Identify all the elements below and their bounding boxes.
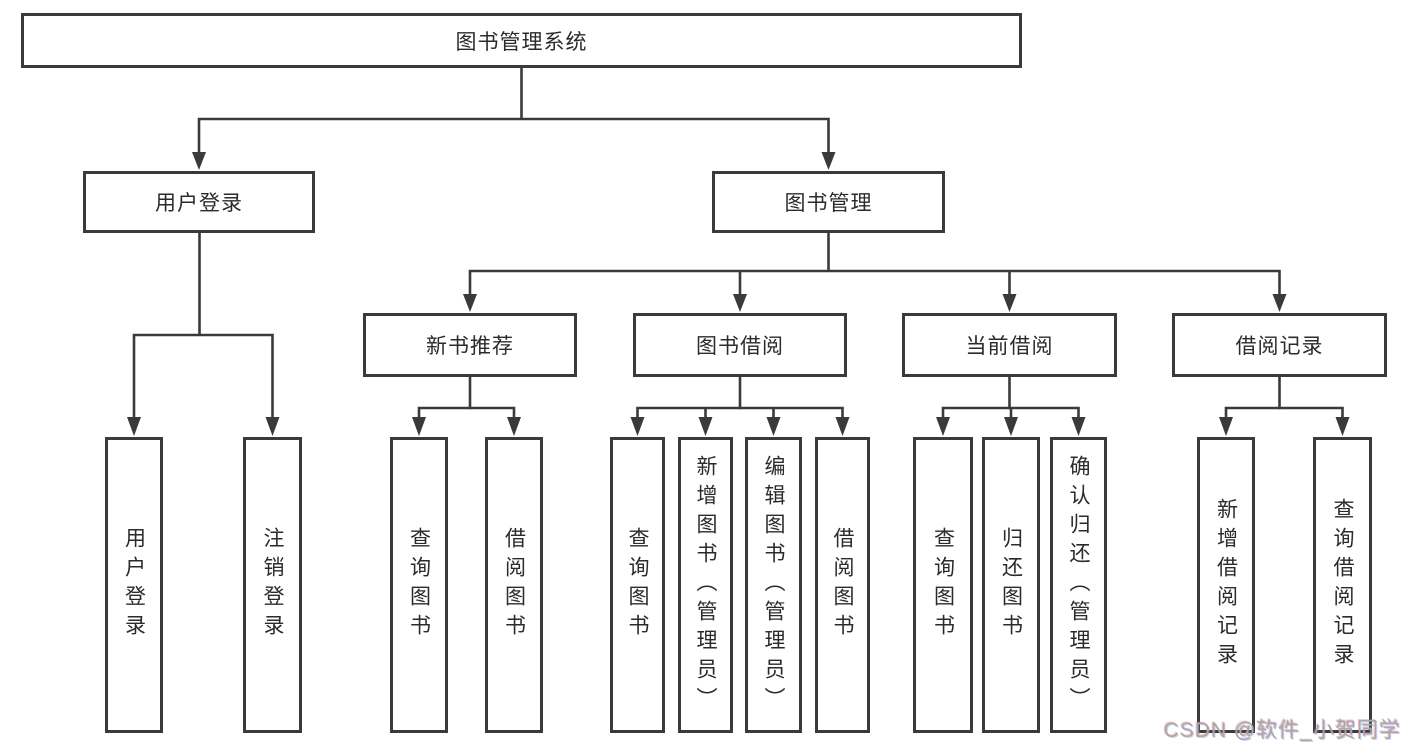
- node-label: 查询图书: [407, 527, 431, 643]
- node-label: 新增图书（管理员）: [694, 454, 717, 716]
- node-label: 图书管理: [784, 192, 873, 215]
- leaf-confirm-return-admin: 确认归还（管理员）: [1050, 437, 1107, 733]
- node-label: 查询图书: [626, 527, 649, 643]
- leaf-return-books: 归还图书: [982, 437, 1040, 733]
- leaf-user-login: 用户登录: [105, 437, 163, 733]
- node-label: 图书借阅: [696, 335, 784, 358]
- node-label: 借阅记录: [1235, 335, 1324, 358]
- leaf-query-books-recommend: 查询图书: [390, 437, 448, 733]
- leaf-add-books-admin: 新增图书（管理员）: [678, 437, 733, 733]
- node-label: 借阅图书: [831, 527, 854, 643]
- node-book-borrowing: 图书借阅: [633, 313, 847, 377]
- leaf-add-borrow-record: 新增借阅记录: [1197, 437, 1255, 733]
- node-borrowing-records: 借阅记录: [1172, 313, 1387, 377]
- leaf-query-books-current: 查询图书: [913, 437, 973, 733]
- node-label: 编辑图书（管理员）: [762, 454, 785, 716]
- node-user-login: 用户登录: [83, 171, 315, 233]
- node-label: 确认归还（管理员）: [1067, 454, 1090, 716]
- node-label: 查询图书: [931, 527, 955, 643]
- node-book-management: 图书管理: [712, 171, 945, 233]
- node-label: 当前借阅: [965, 335, 1054, 358]
- node-library-management-system: 图书管理系统: [21, 13, 1022, 68]
- watermark: CSDN @软件_小贺同学: [1163, 719, 1401, 742]
- node-label: 新增借阅记录: [1214, 498, 1238, 672]
- node-label: 新书推荐: [426, 335, 514, 358]
- leaf-borrow-books-recommend: 借阅图书: [485, 437, 543, 733]
- leaf-query-borrow-record: 查询借阅记录: [1313, 437, 1372, 733]
- node-label: 查询借阅记录: [1331, 498, 1354, 672]
- leaf-logout: 注销登录: [243, 437, 302, 733]
- node-label: 注销登录: [261, 527, 284, 643]
- node-label: 用户登录: [155, 192, 243, 215]
- node-label: 归还图书: [999, 527, 1023, 643]
- leaf-borrow-books: 借阅图书: [815, 437, 870, 733]
- node-label: 用户登录: [122, 527, 146, 643]
- node-current-borrowing: 当前借阅: [902, 313, 1117, 377]
- leaf-edit-books-admin: 编辑图书（管理员）: [745, 437, 802, 733]
- leaf-query-books-borrowing: 查询图书: [610, 437, 665, 733]
- node-label: 借阅图书: [502, 527, 526, 643]
- node-new-book-recommend: 新书推荐: [363, 313, 577, 377]
- node-label: 图书管理系统: [455, 30, 588, 54]
